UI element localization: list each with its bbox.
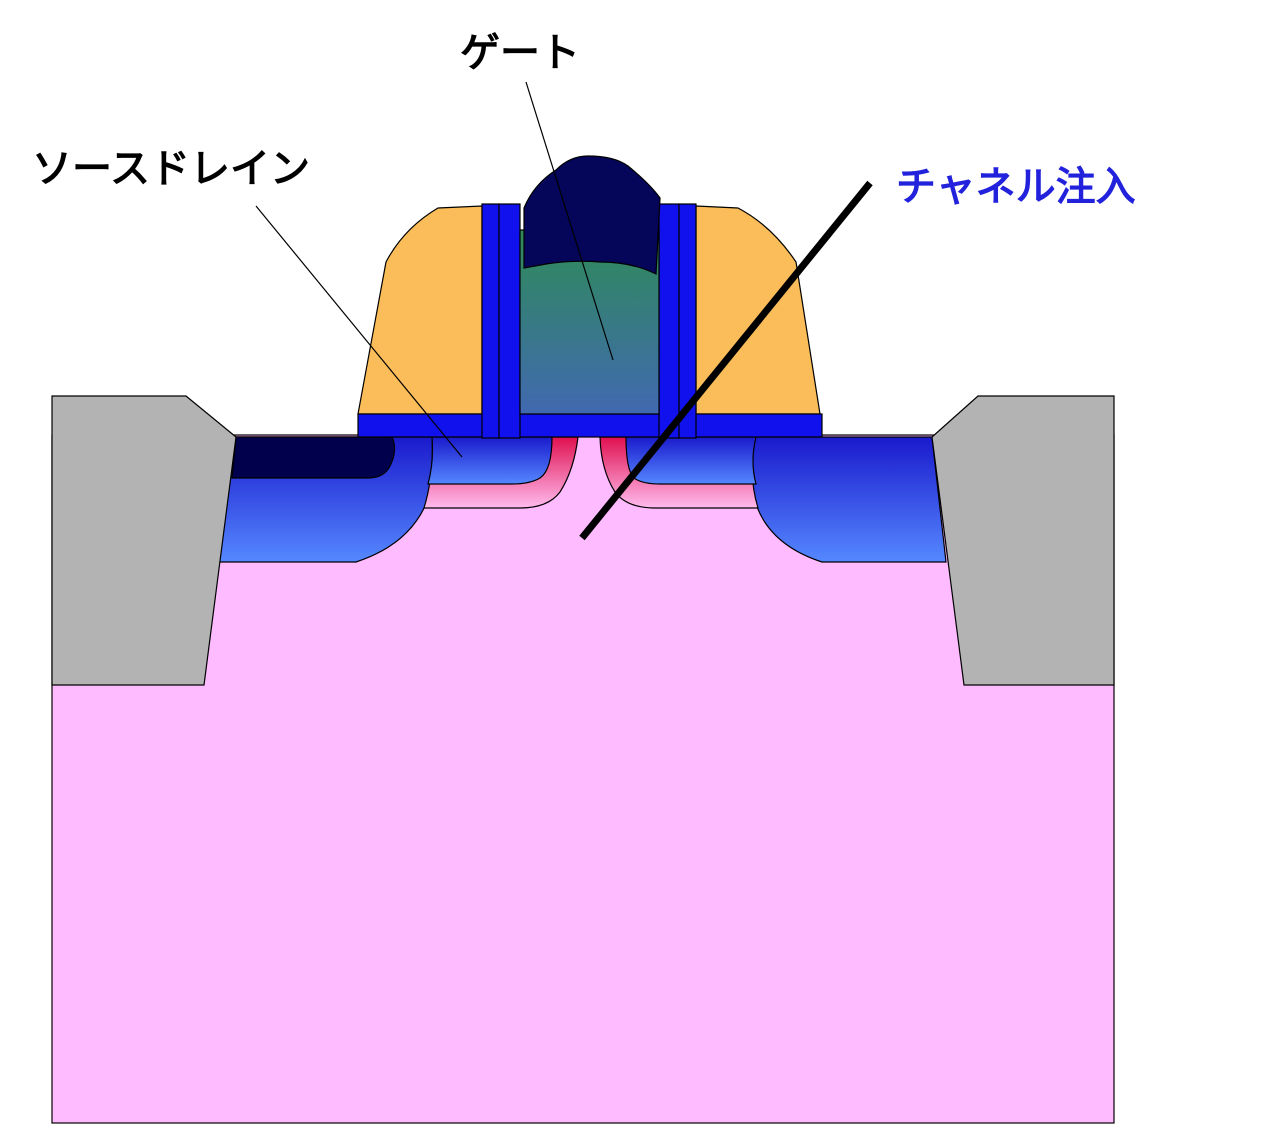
liner-base [357,413,823,438]
source-drain-label: ソースドレイン [32,146,310,192]
gate-cap [523,155,661,275]
isolation-left [51,395,237,686]
liner-left-inner [498,203,521,439]
spacer-right [695,205,821,415]
isolation-right [931,395,1115,686]
channel-implant-label: チャネル注入 [896,164,1136,210]
gate-leader-line [525,81,614,361]
gate-label: ゲート [460,30,580,76]
lightly-doped-left [427,436,553,485]
liner-right-outer [678,203,697,439]
silicide-contact [231,436,396,479]
channel-implant-pointer [579,180,873,541]
liner-left-outer [481,203,500,439]
liner-right-inner [658,203,680,439]
source-drain-leader-line [255,205,463,458]
spacer-left [357,205,483,415]
